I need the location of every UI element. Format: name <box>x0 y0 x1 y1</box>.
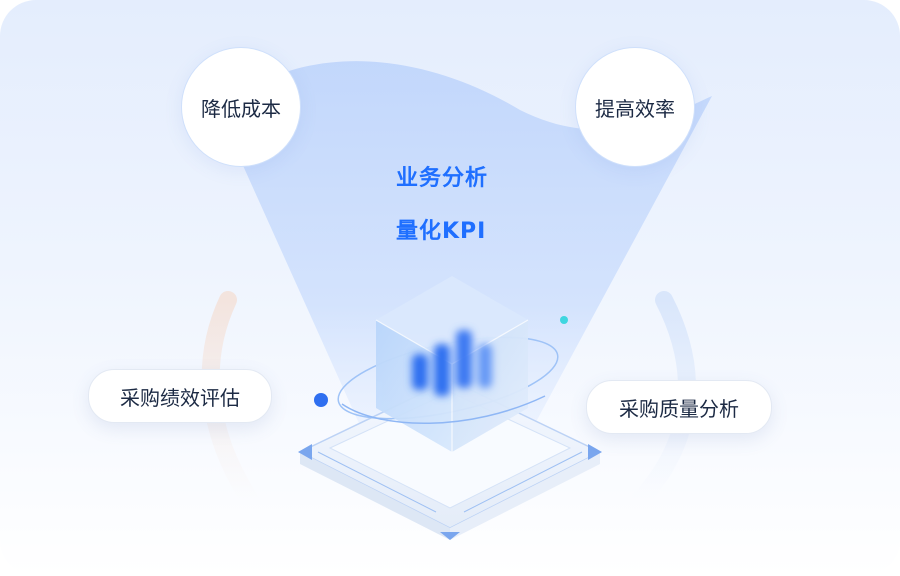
pill-procurement-quality-label: 采购质量分析 <box>619 396 739 421</box>
circle-improve-efficiency: 提高效率 <box>575 47 695 167</box>
cyan-dot <box>560 316 568 324</box>
center-text-business-analysis: 业务分析 <box>396 166 489 191</box>
circle-reduce-cost-label: 降低成本 <box>201 96 281 121</box>
pill-procurement-performance-label: 采购绩效评估 <box>120 385 240 410</box>
pill-procurement-performance: 采购绩效评估 <box>88 369 272 423</box>
center-text-kpi: 量化KPI <box>396 219 487 244</box>
funnel-shape <box>218 61 712 470</box>
pill-procurement-quality: 采购质量分析 <box>586 380 772 434</box>
bar-chart-cube-icon <box>412 330 492 396</box>
circle-reduce-cost: 降低成本 <box>181 47 301 167</box>
circle-improve-efficiency-label: 提高效率 <box>595 96 675 121</box>
blue-dot <box>314 393 328 407</box>
